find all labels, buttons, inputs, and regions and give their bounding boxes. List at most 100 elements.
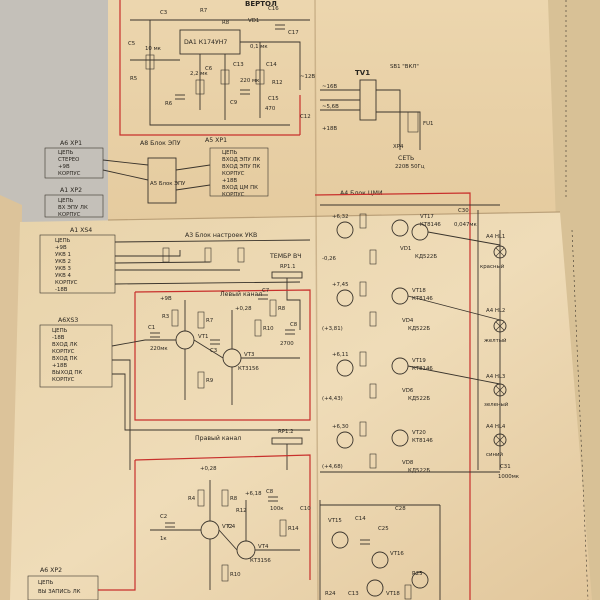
voltage-1: ~5,6В — [322, 104, 339, 110]
left-value-0: +9В — [160, 296, 172, 302]
top-label-c17: C17 — [288, 30, 299, 36]
top-page — [108, 0, 560, 222]
a6-row-5: ВХОД ЦМ ПК — [222, 185, 258, 191]
left-r10: R10 — [263, 326, 274, 332]
cap-c30-value: 0,047мк — [454, 222, 477, 228]
right-r14: R14 — [288, 526, 299, 532]
right-r8: R8 — [230, 496, 238, 502]
a1-row-2: КОРПУС — [58, 212, 81, 218]
a6-row-6: КОРПУС — [222, 192, 245, 198]
row3-color: зеленый — [484, 401, 509, 408]
a1xs4-row-2: УКВ 1 — [55, 252, 71, 258]
mark-neg: -0,26 — [322, 256, 337, 262]
top-label-vd1: VD1 — [248, 18, 259, 24]
right-c8: C8 — [266, 489, 274, 495]
xs3-row-4: ВХОД ПК — [52, 356, 78, 362]
top-label-c6: C6 — [205, 66, 213, 72]
row3-lamp: А4 HL3 — [486, 374, 505, 380]
tembr-label: ТЕМБР ВЧ — [269, 253, 301, 260]
mark-p443: (+4,43) — [322, 396, 343, 402]
left-r8: R8 — [278, 306, 286, 312]
right-c4: C4 — [228, 524, 236, 530]
row2-d: VD4 — [402, 318, 414, 324]
bottom-vt18: VT18 — [386, 591, 400, 597]
right-value-2: +6,18 — [245, 491, 262, 497]
left-tr-type: КТ3156 — [238, 366, 259, 372]
right-tr-type: КТ3156 — [250, 558, 271, 564]
cap-c31: C31 — [500, 464, 511, 470]
a5-row-1: СТЕРЕО — [58, 157, 79, 163]
lamp-hl4 — [493, 433, 507, 447]
top-label-r12: R12 — [272, 80, 283, 86]
lamp-hl1 — [493, 245, 507, 259]
chip-epu — [147, 157, 177, 204]
vt3-label: VT3 — [244, 352, 254, 358]
a1-row-1: ВХ ЭПУ ЛК — [58, 205, 88, 211]
right-channel-label: Правый канал — [195, 434, 241, 442]
right-c2: C2 — [160, 514, 167, 520]
tembr-control: ТЕМБР ВЧ RP1.1 RP1.2 — [269, 253, 303, 470]
right-value-5: 100к — [270, 506, 284, 512]
chip-da1-label: DA1 К174УН7 — [184, 39, 227, 46]
mains-label: СЕТЬ — [398, 155, 414, 162]
a6xp2-label: А6 XP2 — [40, 567, 62, 574]
row3-mark: +6,11 — [332, 352, 349, 358]
a3-block-label: А3 Блок настроек УКВ — [185, 232, 257, 239]
connector-block-xs3: А6XS3 ЦЕПЬ -18В ВХОД ЛК КОРПУС ВХОД ПК +… — [39, 317, 310, 470]
row4-mark: +6,30 — [332, 424, 349, 430]
rp1-2-label: RP1.2 — [278, 429, 294, 435]
right-value-7: 1к — [160, 536, 167, 542]
left-r3: R3 — [162, 314, 169, 320]
top-label-c15: C15 — [268, 96, 279, 102]
right-r10: R10 — [230, 572, 241, 578]
right-r4: R4 — [188, 496, 196, 502]
left-c3: C3 — [210, 348, 217, 354]
row2-lamp: А4 HL2 — [486, 308, 505, 314]
connector-block-a1xs4: А1 XS4 ЦЕПЬ +9В УКВ 1 УКВ 2 УКВ 3 УКВ 4 … — [39, 227, 311, 294]
a6-xp1-label: А6 XP1 — [60, 140, 82, 147]
left-r9: R9 — [206, 378, 214, 384]
top-value-0: 10 мк — [145, 46, 162, 52]
left-r7: R7 — [206, 318, 213, 324]
a5-row-3: КОРПУС — [58, 171, 81, 177]
a5-row-2: +9В — [58, 164, 70, 170]
xp2-row-0: ЦЕПЬ — [38, 580, 54, 586]
top-label-c3: C3 — [160, 10, 167, 16]
right-r12: R12 — [236, 508, 247, 514]
top-value-2: 220 мк — [240, 78, 260, 84]
top-label-c9: C9 — [230, 100, 238, 106]
a1xs4-row-4: УКВ 3 — [55, 266, 71, 272]
left-c7: C7 — [262, 288, 269, 294]
row1-d: VD1 — [400, 246, 411, 252]
top-label-r7: R7 — [200, 8, 207, 14]
a6-row-4: +18В — [222, 178, 237, 184]
left-value-6: 2700 — [280, 341, 294, 347]
right-c10: C10 — [300, 506, 311, 512]
a1xs4-row-5: УКВ 4 — [55, 273, 72, 279]
a5-xp1-label: А5 XP1 — [205, 137, 227, 144]
fold-crease — [314, 0, 319, 600]
row2-chip: КД522Б — [408, 326, 430, 332]
top-value-3: 470 — [265, 106, 276, 112]
top-label-c5: C5 — [128, 41, 135, 47]
row2-type: КТ8146 — [412, 296, 433, 302]
left-channel-label: Левый канал — [220, 290, 262, 298]
vt1-label: VT1 — [198, 334, 208, 340]
row4-tr: VT20 — [412, 430, 426, 436]
row2-color: желтый — [484, 337, 507, 344]
bottom-c28: C28 — [395, 506, 406, 512]
vt4-label: VT4 — [258, 544, 269, 550]
a1xs4-row-1: +9В — [55, 245, 67, 251]
a1-row-0: ЦЕПЬ — [58, 198, 74, 204]
bottom-right-section: VT15 VT16 VT18 R24 C13 R25 C28 C25 C14 — [319, 500, 441, 600]
transformer-label: TV1 — [355, 69, 370, 77]
top-label-r8: R8 — [222, 20, 230, 26]
row1-type: КТ8146 — [420, 222, 441, 228]
connector-block-xp2: А6 XP2 ЦЕПЬ ВЫ ЗАПИСЬ ЛК — [27, 567, 136, 600]
top-label-c14: C14 — [266, 62, 277, 68]
row4-type: КТ8146 — [412, 438, 433, 444]
xs3-row-2: ВХОД ЛК — [52, 342, 78, 348]
row2-mark: +7,45 — [332, 282, 349, 288]
a1xs4-row-7: -18В — [55, 287, 68, 293]
a8-header: А8 Блок ЭПУ — [140, 140, 181, 147]
